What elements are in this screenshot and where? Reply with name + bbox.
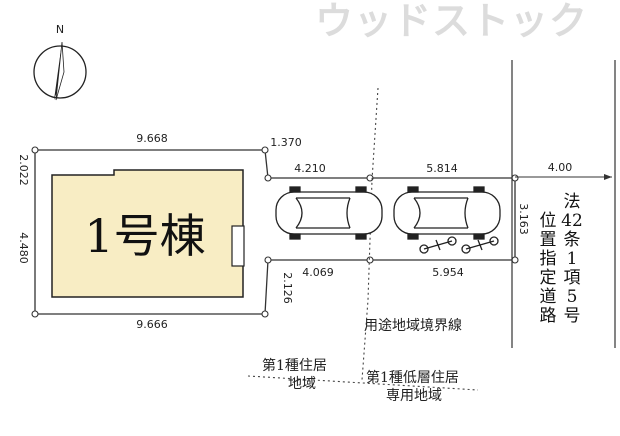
road-width-text: 4.00	[548, 161, 573, 174]
zone-right-label-2: 専用地域	[386, 388, 442, 404]
watermark: ウッドストック	[315, 0, 588, 43]
zone-boundary-label: 用途地域境界線	[364, 317, 462, 334]
dimensions: 9.668 9.666 1.370 4.210 5.814 4.069 5.95…	[17, 132, 530, 331]
building-label: 1号棟	[84, 209, 205, 263]
dim-bottom-width: 9.666	[136, 318, 168, 331]
boundary-markers	[31, 146, 519, 318]
road-col1-4: 項	[564, 268, 581, 288]
road-col2-1: 置	[540, 230, 557, 250]
dim-left-top: 2.022	[17, 154, 30, 186]
dim-offset-top: 1.370	[270, 136, 302, 149]
dim-left-main: 4.480	[17, 232, 30, 264]
dim-drive-top-2: 5.814	[426, 162, 458, 175]
road-col1-2: 条	[564, 230, 581, 250]
zone-boundary-line	[361, 87, 379, 381]
road-col1-6: 号	[564, 306, 581, 326]
road-col2-4: 道	[540, 287, 557, 307]
car-icon	[275, 186, 383, 240]
bicycle-icon	[461, 236, 499, 254]
dim-top-width: 9.668	[136, 132, 168, 145]
dim-drive-bottom-2: 5.954	[432, 266, 464, 279]
road-col1-3: 1	[567, 249, 578, 269]
zone-split-line	[247, 375, 479, 391]
dim-drive-top-1: 4.210	[294, 162, 326, 175]
road-col2-5: 路	[540, 306, 557, 326]
road-col1-5: 5	[567, 287, 578, 307]
road	[511, 60, 616, 348]
road-designation-label: 法 42 条 1 項 5 号 位 置 指 定 道 路	[540, 192, 583, 326]
entrance-porch	[231, 225, 245, 267]
road-col1-1: 42	[561, 211, 583, 231]
dim-offset-bottom: 2.126	[281, 272, 294, 304]
dim-drive-right: 3.163	[517, 203, 530, 235]
zone-labels: 用途地域境界線 第1種住居 地域 第1種低層住居 専用地域	[262, 317, 462, 404]
road-width-dimension: 4.00	[515, 161, 612, 180]
road-col2-0: 位	[540, 211, 557, 231]
road-col2-3: 定	[540, 268, 557, 288]
car-icon	[393, 186, 501, 240]
building-1: 1号棟	[51, 169, 245, 298]
road-col1-0: 法	[564, 192, 581, 212]
north-label: N	[56, 23, 64, 36]
road-col2-2: 指	[540, 249, 557, 269]
zone-right-label-1: 第1種低層住居	[366, 369, 459, 386]
north-compass-icon: N	[33, 23, 87, 101]
dim-drive-bottom-1: 4.069	[302, 266, 334, 279]
zone-left-label-2: 地域	[288, 376, 316, 392]
bicycle-icon	[419, 236, 457, 254]
zone-left-label-1: 第1種住居	[262, 357, 327, 374]
